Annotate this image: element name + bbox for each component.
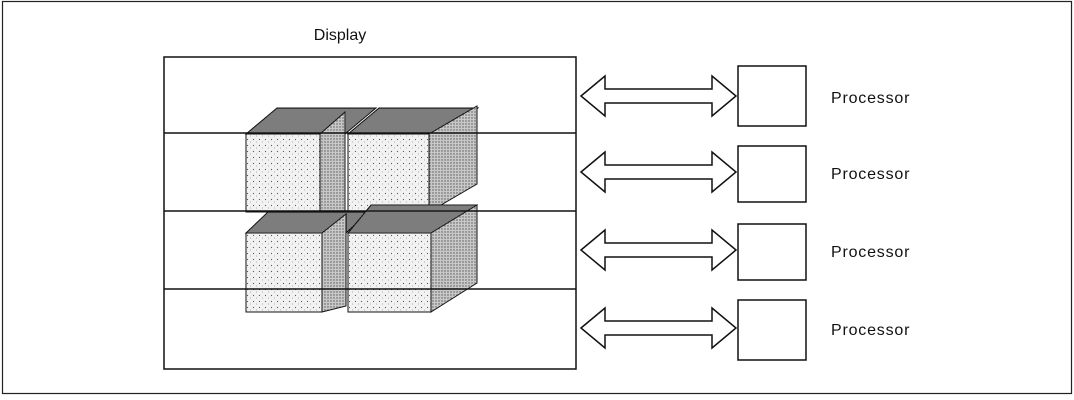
processor-label: Processor [831, 322, 910, 339]
processor-box [737, 299, 807, 361]
processor-label: Processor [831, 90, 910, 107]
cube-front-face [347, 133, 430, 213]
display-label: Display [314, 27, 366, 44]
cube-front-face [245, 133, 321, 213]
cube-top-right [346, 105, 480, 213]
cube-stack [244, 105, 480, 313]
cube-top-left [244, 107, 378, 213]
processor-label: Processor [831, 166, 910, 183]
processor-box [737, 145, 807, 203]
cube-bottom-right [346, 204, 479, 313]
bidirectional-arrow [579, 228, 738, 272]
bidirectional-arrow [579, 150, 738, 194]
processor-label: Processor [831, 244, 910, 261]
cube-front-face [347, 232, 432, 313]
bidirectional-arrow [579, 74, 738, 118]
bidirectional-arrow [579, 306, 738, 350]
cube-front-face [245, 232, 323, 313]
cube-bottom-left [244, 211, 371, 313]
processor-box [737, 223, 807, 281]
processor-box [737, 65, 807, 127]
